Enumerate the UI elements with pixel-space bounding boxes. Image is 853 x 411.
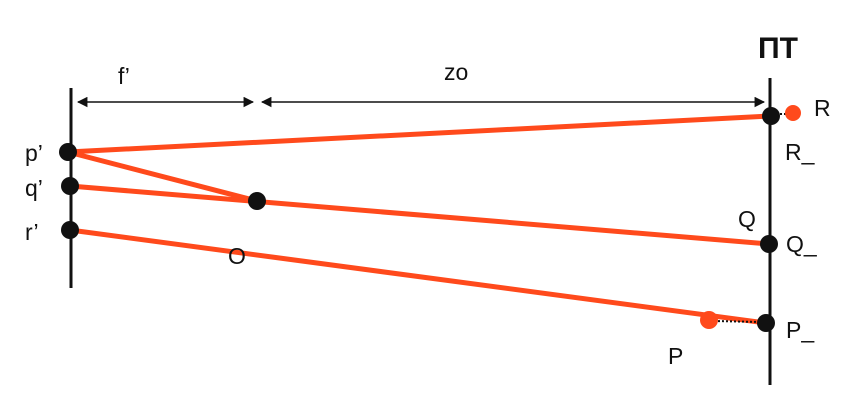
projected-point-p-label: P_: [786, 317, 815, 343]
projected-point-r-label: R_: [785, 139, 816, 165]
scene-point-q-label: Q: [738, 206, 756, 232]
plane-label: ΠΤ: [758, 32, 798, 65]
ray-r-to-p: [67, 227, 769, 326]
scene-point-r: [785, 105, 801, 121]
ray-p-segment: [65, 149, 260, 204]
image-point-q-label: q’: [25, 175, 43, 201]
image-point-r-label: r’: [25, 219, 39, 245]
projected-point-q: [760, 235, 778, 253]
projected-point-p: [757, 314, 775, 332]
ray-q-to-q: [67, 183, 772, 247]
scene-point-p-label: P: [668, 343, 683, 369]
image-point-q: [61, 177, 79, 195]
scene-point-r-label: R: [814, 95, 831, 121]
distance-label: zo: [444, 59, 468, 85]
image-point-r: [61, 221, 79, 239]
image-point-p-label: p’: [25, 140, 43, 166]
projected-point-r: [762, 107, 780, 125]
projected-point-q-label: Q_: [786, 231, 818, 257]
optical-center-point: [248, 192, 266, 210]
focal-label: f’: [118, 63, 130, 89]
center-label: O: [228, 243, 246, 269]
scene-point-p: [700, 311, 718, 329]
ray-p-to-r: [65, 113, 774, 155]
image-point-p: [59, 143, 77, 161]
rays: [65, 113, 774, 326]
